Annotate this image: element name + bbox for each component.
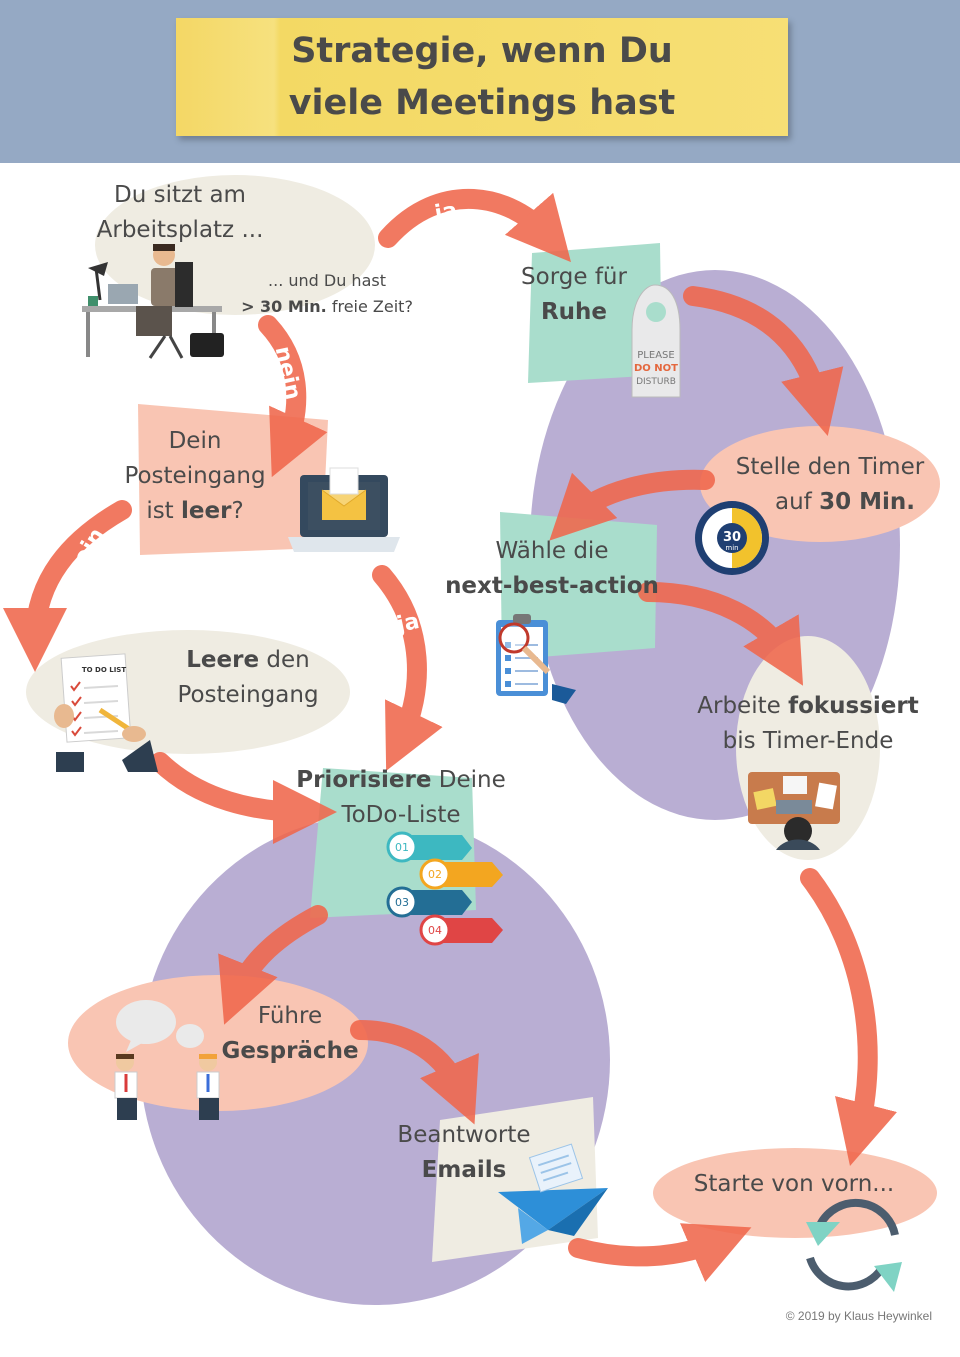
- posteingang-text: Dein Posteingang ist leer?: [112, 424, 278, 529]
- arrow-label-nein-1: nein: [270, 344, 306, 402]
- start-sub-rest: freie Zeit?: [326, 297, 413, 316]
- door-hanger-line-2: DO NOT: [634, 363, 678, 374]
- emails-line-1: Beantworte: [397, 1122, 531, 1148]
- gespraeche-text: Führe Gespräche: [220, 999, 360, 1069]
- ruhe-text: Sorge für Ruhe: [500, 260, 648, 330]
- emails-text: Beantworte Emails: [390, 1118, 538, 1188]
- todo-list-icon: TO DO LIST: [54, 653, 158, 772]
- priorisiere-line-1: Priorisiere Deine: [290, 763, 512, 798]
- arrow-label-ja-2: ja: [394, 609, 422, 638]
- email-paper-plane-icon: [498, 1143, 608, 1244]
- timer-line-2: auf 30 Min.: [712, 485, 948, 520]
- arrow-timer-to-nextbest: [549, 469, 715, 541]
- conversation-icon: [114, 1000, 220, 1120]
- start-subtext: ... und Du hast > 30 Min. freie Zeit?: [232, 268, 422, 320]
- fokus-line-1-pre: Arbeite: [697, 693, 789, 719]
- start-line-1: Du sitzt am: [114, 182, 246, 208]
- arrow-gespraeche-to-emails: [350, 1020, 479, 1125]
- priority-step-1: 01: [386, 831, 472, 863]
- timer-unit: min: [725, 544, 738, 552]
- clipboard-magnifier-icon: [496, 614, 576, 704]
- priority-step-3: 03: [386, 886, 472, 918]
- timer-30-min-icon: 30 min: [695, 501, 769, 575]
- ruhe-line-1: Sorge für: [521, 264, 627, 290]
- posteingang-line-3-post: ?: [231, 498, 244, 524]
- priority-steps-icon: 01 02 03 04: [386, 831, 503, 946]
- leere-text: Leere den Posteingang: [160, 643, 336, 713]
- posteingang-line-1: Dein: [168, 428, 222, 454]
- timer-line-1: Stelle den Timer: [735, 454, 925, 480]
- emails-line-2: Emails: [421, 1157, 507, 1183]
- leere-line-2: Posteingang: [177, 682, 319, 708]
- arrow-emails-to-vorn: [568, 1223, 752, 1283]
- priorisiere-line-2: ToDo-Liste: [341, 802, 461, 828]
- posteingang-line-3-bold: leer: [181, 498, 232, 524]
- do-not-disturb-icon: PLEASE DO NOT DISTURB: [631, 284, 681, 398]
- priority-step-4-label: 04: [428, 924, 442, 937]
- next-best-line-1: Wähle die: [495, 538, 609, 564]
- arrow-leere-to-priorisiere: [150, 752, 337, 844]
- ruhe-line-2: Ruhe: [540, 299, 608, 325]
- arrow-ja-to-ruhe: [378, 188, 572, 263]
- arrow-ruhe-to-timer: [683, 286, 844, 437]
- timer-bubble: [700, 426, 940, 542]
- leere-line-1-rest: den: [259, 647, 310, 673]
- door-hanger-line-1: PLEASE: [637, 350, 674, 361]
- title-line-2: viele Meetings hast: [288, 83, 676, 123]
- priority-step-1-label: 01: [395, 841, 409, 854]
- posteingang-line-2: Posteingang: [124, 463, 266, 489]
- title-card: Strategie, wenn Du viele Meetings hast: [176, 18, 788, 136]
- timer-text: Stelle den Timer auf 30 Min.: [712, 450, 948, 520]
- todo-list-heading: TO DO LIST: [82, 666, 126, 674]
- vorn-line-1: Starte von vorn...: [693, 1171, 895, 1197]
- ruhe-card: [528, 243, 662, 383]
- timer-line-2-pre: auf: [775, 489, 820, 515]
- start-sub-line-2: > 30 Min. freie Zeit?: [232, 294, 422, 320]
- priorisiere-text: Priorisiere Deine ToDo-Liste: [290, 763, 512, 833]
- timer-line-2-bold: 30 Min.: [819, 489, 915, 515]
- start-sub-bold: > 30 Min.: [241, 297, 327, 316]
- gespraeche-line-2: Gespräche: [221, 1038, 359, 1064]
- next-best-text: Wähle die next-best-action: [440, 534, 664, 604]
- priorisiere-line-1-bold: Priorisiere: [296, 767, 432, 793]
- start-text: Du sitzt am Arbeitsplatz ...: [90, 178, 270, 248]
- vorn-bubble: [653, 1148, 937, 1238]
- title-line-1: Strategie, wenn Du: [291, 31, 673, 71]
- arrow-nextbest-to-fokus: [638, 582, 804, 686]
- restart-cycle-icon: [806, 1198, 902, 1292]
- start-sub-line-1: ... und Du hast: [268, 271, 386, 290]
- next-best-line-2: next-best-action: [445, 573, 659, 599]
- posteingang-line-3: ist leer?: [112, 494, 278, 529]
- copyright-footer: © 2019 by Klaus Heywinkel: [785, 1309, 932, 1323]
- desk-worker-icon: [82, 244, 224, 359]
- arrow-nein-to-leere: [3, 500, 132, 672]
- door-hanger-line-3: DISTURB: [636, 377, 676, 387]
- leere-line-1-bold: Leere: [186, 647, 260, 673]
- arrow-label-ja-1: ja: [432, 198, 459, 227]
- arrow-ja-to-priorisiere: [372, 565, 443, 771]
- laptop-mail-icon: [288, 467, 400, 552]
- fokus-text: Arbeite fokussiert bis Timer-Ende: [688, 689, 928, 759]
- top-down-desk-icon: [748, 772, 840, 850]
- fokus-line-1-bold: fokussiert: [788, 693, 919, 719]
- priority-step-3-label: 03: [395, 896, 409, 909]
- priorisiere-line-1-rest: Deine: [431, 767, 506, 793]
- fokus-line-2: bis Timer-Ende: [722, 728, 894, 754]
- leere-line-1: Leere den: [160, 643, 336, 678]
- arrow-priorisiere-to-gespraeche: [218, 905, 328, 1025]
- gespraeche-line-1: Führe: [257, 1003, 323, 1029]
- priority-step-2-label: 02: [428, 868, 442, 881]
- posteingang-line-3-pre: ist: [146, 498, 182, 524]
- vorn-text: Starte von vorn...: [672, 1167, 916, 1202]
- fokus-line-1: Arbeite fokussiert: [688, 689, 928, 724]
- priority-step-2: 02: [419, 858, 503, 890]
- priority-step-4: 04: [419, 914, 503, 946]
- start-line-2: Arbeitsplatz ...: [96, 217, 264, 243]
- arrow-nein-to-posteingang: [258, 315, 328, 478]
- timer-value: 30: [723, 530, 741, 545]
- arrow-fokus-to-vorn: [800, 868, 897, 1166]
